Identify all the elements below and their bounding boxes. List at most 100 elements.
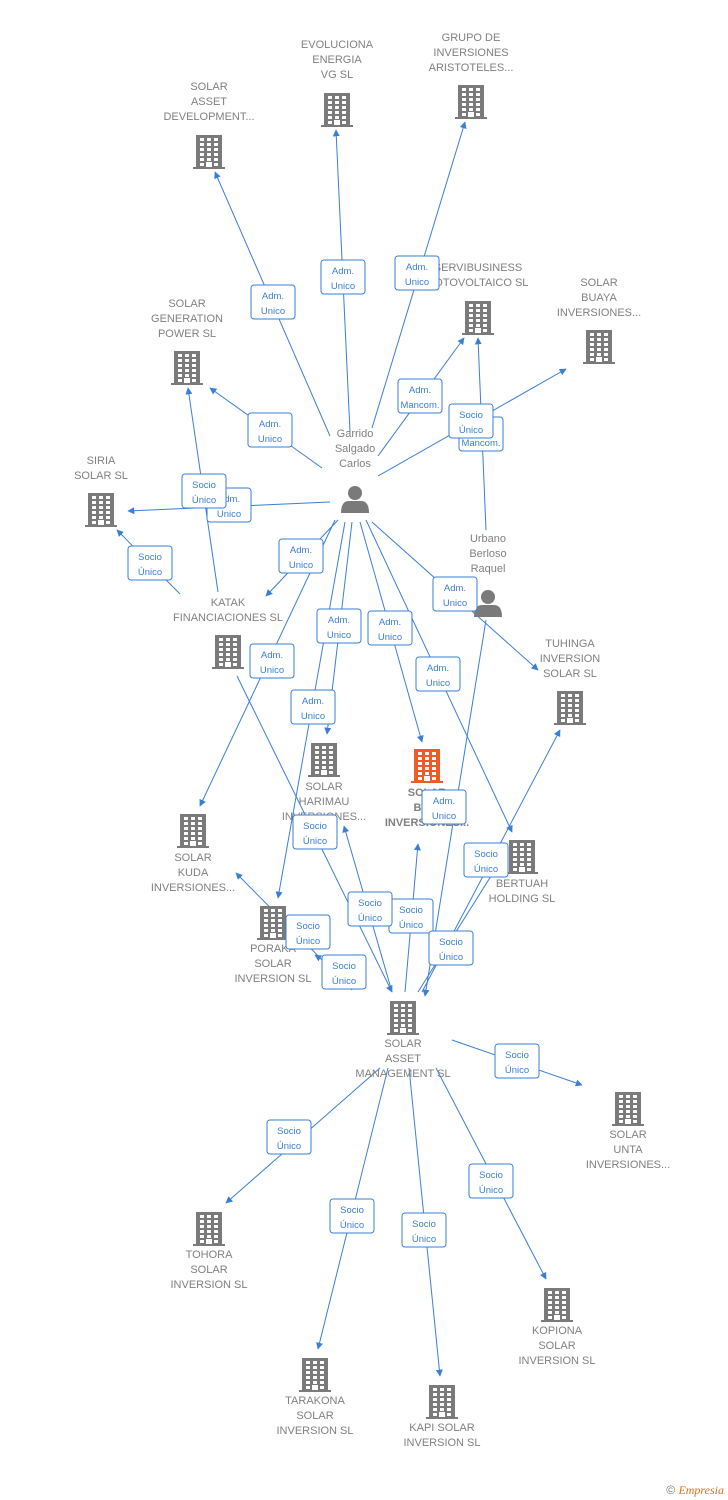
edge-label-garrido-to-grupo_inv[interactable]: Adm.Unico <box>394 255 440 291</box>
edge-label-urbano-to-solar_asset_mgmt[interactable]: Adm.Unico <box>421 789 467 825</box>
node-label-line: SOLAR <box>168 298 205 310</box>
edge-label-line: Único <box>332 976 356 987</box>
edge-label-box <box>394 255 440 291</box>
edge-label-garrido-to-bertuah[interactable]: Adm.Unico <box>415 656 461 692</box>
edge-label-box <box>367 610 413 646</box>
copyright-symbol: © <box>666 1483 676 1497</box>
edge-label-garrido-to-evoluciona[interactable]: Adm.Unico <box>320 259 366 295</box>
edge-label-line: Socio <box>332 961 356 972</box>
edge-label-line: Unico <box>301 711 325 722</box>
edge-label-line: Socio <box>340 1205 364 1216</box>
building-icon <box>583 330 615 364</box>
edge-label-garrido-to-solar_harimau[interactable]: Adm.Unico <box>316 608 362 644</box>
edge-label-line: Unico <box>405 277 429 288</box>
edge-label-line: Único <box>479 1185 503 1196</box>
node-label-line: SOLAR SL <box>543 668 597 680</box>
edge-label-garrido-to-solar_generation[interactable]: Adm.Unico <box>247 412 293 448</box>
node-solar_unta[interactable]: SOLARUNTAINVERSIONES... <box>586 1092 670 1171</box>
node-label-line: SOLAR <box>384 1038 421 1050</box>
node-label-line: SOLAR <box>580 277 617 289</box>
node-label-line: HARIMAU <box>299 796 350 808</box>
node-label-line: GENERATION <box>151 313 223 325</box>
node-label-line: SOLAR <box>190 1264 227 1276</box>
node-label-line: TUHINGA <box>545 638 595 650</box>
node-solar_kuda[interactable]: SOLARKUDAINVERSIONES... <box>151 814 235 894</box>
edge-label-line: Adm. <box>218 494 240 505</box>
node-solar_harimau[interactable]: SOLARHARIMAUINVERSIONES... <box>282 743 366 823</box>
edge-label-box <box>421 789 467 825</box>
edge-label-line: Unico <box>289 560 313 571</box>
edge-label-line: Unico <box>260 665 284 676</box>
footer-credit: © Empresia <box>666 1483 724 1498</box>
edge-label-line: Único <box>358 913 382 924</box>
edge-label-garrido-to-poraka[interactable]: Adm. Unico <box>290 689 336 725</box>
edge-label-box <box>397 378 443 414</box>
node-label-line: INVERSIONES... <box>557 307 641 319</box>
edge-label-line: Único <box>505 1065 529 1076</box>
edge-label-line: Socio <box>505 1050 529 1061</box>
edge-label-garrido-to-tuhinga[interactable]: Adm.Unico <box>432 576 478 612</box>
building-icon <box>554 691 586 725</box>
node-grupo_inv[interactable]: GRUPO DEINVERSIONESARISTOTELES... <box>429 32 514 119</box>
edge-label-line: Único <box>296 936 320 947</box>
edge-label-line: Adm. <box>302 696 324 707</box>
edge-label-garrido-to-solar_asset_dev[interactable]: Adm.Unico <box>250 284 296 320</box>
edge-label-line: Socio <box>138 552 162 563</box>
edge-label-garrido-to-servibusiness[interactable]: Adm.Mancom. <box>397 378 443 414</box>
node-label-line: UNTA <box>613 1144 643 1156</box>
edge-label-garrido-to-katak[interactable]: Adm. Unico <box>278 538 324 574</box>
node-label-line: INVERSION SL <box>518 1355 595 1367</box>
node-label-line: ASSET <box>191 96 227 108</box>
building-icon <box>387 1001 419 1035</box>
node-label-line: INVERSIONES... <box>586 1159 670 1171</box>
edge-label-line: Adm. <box>259 419 281 430</box>
node-solar_asset_dev[interactable]: SOLARASSETDEVELOPMENT... <box>163 81 255 169</box>
edge-label-garrido-to-solar_babi[interactable]: Adm.Unico <box>367 610 413 646</box>
edge-label-line: Unico <box>443 598 467 609</box>
edge-label-line: Unico <box>432 811 456 822</box>
node-label-line: GRUPO DE <box>442 32 501 44</box>
edge-label-line: Adm. <box>290 545 312 556</box>
building-icon <box>462 301 494 335</box>
edge-label-line: Socio <box>303 821 327 832</box>
node-label-line: SOLAR <box>296 1410 333 1422</box>
building-icon <box>308 743 340 777</box>
edge-label-line: Único <box>399 920 423 931</box>
edge-label-garrido-to-solar_kuda[interactable]: Adm.Unico <box>249 643 295 679</box>
edge-label-box <box>250 284 296 320</box>
edge-label-line: Adm. <box>409 385 431 396</box>
edge-label-line: Único <box>138 567 162 578</box>
node-label-line: KAPI SOLAR <box>409 1422 474 1434</box>
node-solar_buaya[interactable]: SOLARBUAYAINVERSIONES... <box>557 277 641 364</box>
